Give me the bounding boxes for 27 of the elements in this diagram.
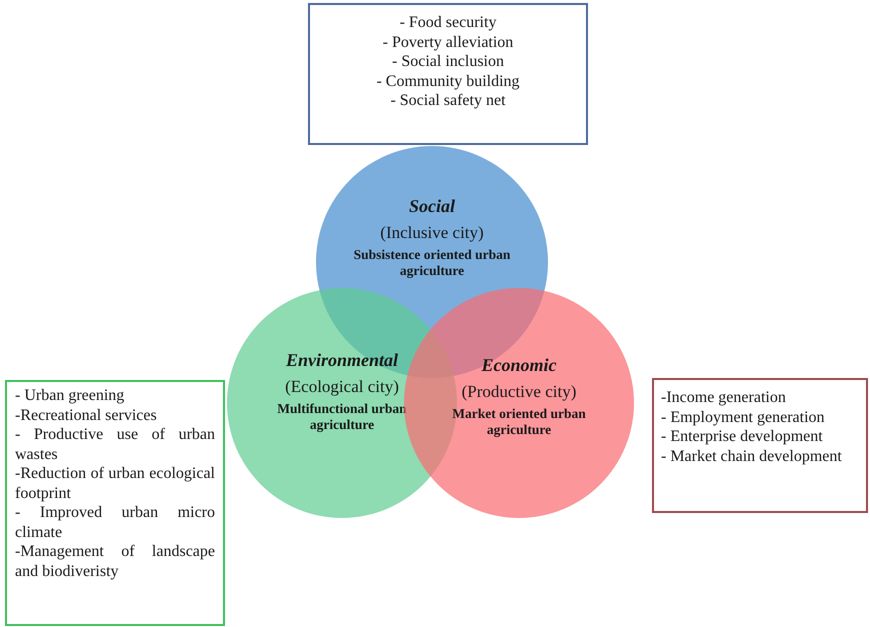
list-item: - Poverty alleviation (382, 32, 514, 52)
circle-title: Economic (482, 355, 556, 376)
circle-subtitle: (Inclusive city) (380, 223, 484, 243)
benefits-list-box (5, 380, 225, 626)
list-item: - Employment generation (661, 408, 826, 427)
list-item: -Income generation (661, 388, 787, 408)
list-item: - Social safety net (389, 91, 507, 110)
benefits-list-box (652, 378, 868, 513)
list-item: - Social inclusion (391, 52, 505, 72)
circle-subtitle: (Productive city) (462, 382, 576, 402)
benefits-list-box (308, 3, 588, 145)
list-item: - Enterprise development (661, 427, 824, 446)
list-item: -Reduction of urban ecological footprint (15, 464, 215, 503)
list-item: - Community building (375, 72, 521, 91)
list-item: - Market chain development (661, 446, 843, 466)
circle-title: Environmental (286, 350, 398, 371)
list-item: - Urban greening (15, 386, 126, 406)
list-item: - Productive use of urban wastes (15, 425, 215, 464)
circle-description: Market oriented urban agriculture (451, 406, 587, 438)
circle-description: Subsistence oriented urban agriculture (352, 247, 512, 279)
list-item: -Recreational services (15, 406, 158, 425)
circle-description: Multifunctional urban agriculture (276, 401, 408, 433)
list-item: - Food security (398, 13, 498, 32)
list-item: -Management of landscape and biodiveristy (15, 542, 215, 581)
circle-title: Social (408, 196, 455, 217)
circle-subtitle: (Ecological city) (285, 377, 399, 397)
list-item: - Improved urban micro climate (15, 503, 215, 542)
